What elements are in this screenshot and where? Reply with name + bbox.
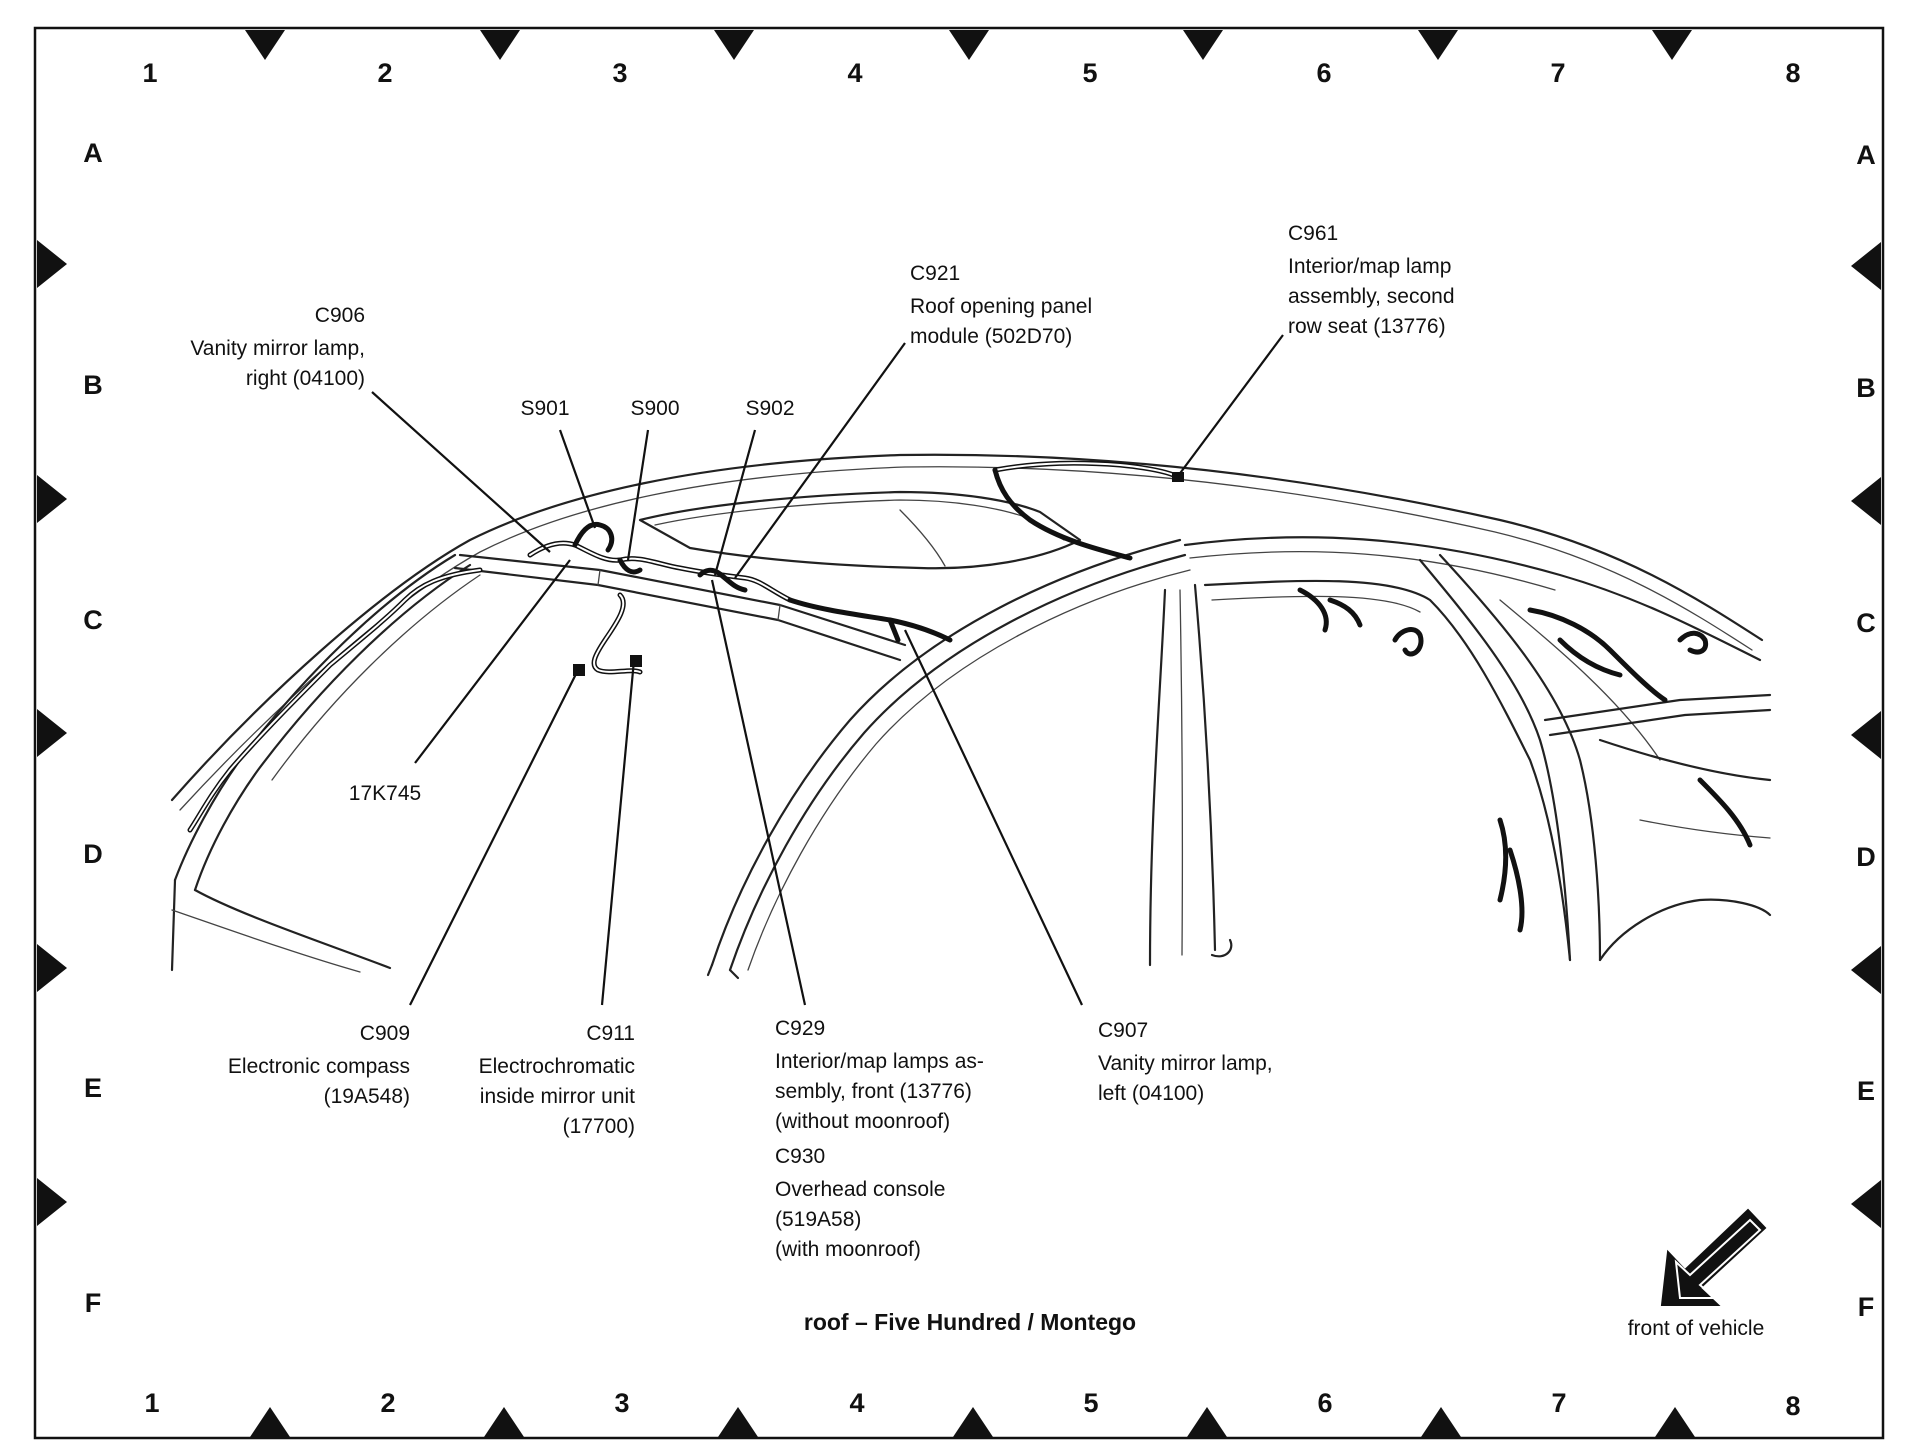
callout-c906-line-1: Vanity mirror lamp, (190, 337, 365, 360)
grid-row-d-right: D (1856, 842, 1876, 872)
grid-row-f-left: F (85, 1288, 102, 1318)
grid-col-7-top: 7 (1550, 58, 1565, 88)
callout-c907: C907 Vanity mirror lamp, left (04100) (1098, 1019, 1273, 1105)
callout-s902: S902 (745, 397, 794, 420)
grid-col-1-top: 1 (142, 58, 157, 88)
grid-col-2-top: 2 (377, 58, 392, 88)
callout-c909: C909 Electronic compass (19A548) (228, 1022, 410, 1108)
grid-col-3-bottom: 3 (614, 1388, 629, 1418)
grid-row-labels: A B C D E F A B C D E F (83, 138, 1876, 1322)
grid-row-e-left: E (84, 1073, 102, 1103)
callout-c906-line-2: right (04100) (246, 367, 365, 390)
callout-17k745: 17K745 (349, 782, 421, 805)
grid-col-5-top: 5 (1082, 58, 1097, 88)
grid-col-6-top: 6 (1316, 58, 1331, 88)
front-of-vehicle-arrow-icon (1660, 1208, 1767, 1306)
grid-marks (37, 30, 1881, 1437)
grid-col-5-bottom: 5 (1083, 1388, 1098, 1418)
vehicle-roof-illustration (170, 453, 1772, 980)
grid-col-4-top: 4 (847, 58, 862, 88)
diagram-frame (33, 26, 1885, 1440)
callout-c961-line-3: row seat (13776) (1288, 315, 1446, 338)
callout-c961-line-2: assembly, second (1288, 285, 1455, 308)
grid-row-b-left: B (83, 370, 103, 400)
callout-c929-line-2: sembly, front (13776) (775, 1080, 972, 1103)
callout-c909-line-2: (19A548) (324, 1085, 410, 1108)
callout-c921: C921 Roof opening panel module (502D70) (910, 262, 1092, 348)
grid-col-6-bottom: 6 (1317, 1388, 1332, 1418)
grid-col-7-bottom: 7 (1551, 1388, 1566, 1418)
grid-col-3-top: 3 (612, 58, 627, 88)
callout-c907-line-1: Vanity mirror lamp, (1098, 1052, 1273, 1075)
callout-c930: C930 Overhead console (519A58) (with moo… (775, 1145, 945, 1261)
grid-row-c-right: C (1856, 608, 1876, 638)
callout-c929-id: C929 (775, 1017, 825, 1040)
grid-col-4-bottom: 4 (849, 1388, 864, 1418)
callout-s901: S901 (520, 397, 569, 420)
callout-c930-line-2: (519A58) (775, 1208, 861, 1231)
grid-row-d-left: D (83, 839, 103, 869)
callout-c921-line-2: module (502D70) (910, 325, 1072, 348)
callout-c961-line-1: Interior/map lamp (1288, 255, 1451, 278)
callout-c911-line-3: (17700) (563, 1115, 635, 1138)
grid-col-1-bottom: 1 (144, 1388, 159, 1418)
grid-row-e-right: E (1857, 1076, 1875, 1106)
callout-c930-id: C930 (775, 1145, 825, 1168)
page-title: roof – Five Hundred / Montego (804, 1309, 1136, 1335)
callout-c930-line-1: Overhead console (775, 1178, 945, 1201)
front-of-vehicle-label: front of vehicle (1628, 1317, 1765, 1340)
callout-c921-line-1: Roof opening panel (910, 295, 1092, 318)
callout-c961: C961 Interior/map lamp assembly, second … (1288, 222, 1455, 338)
callout-c921-id: C921 (910, 262, 960, 285)
callout-c911: C911 Electrochromatic inside mirror unit… (479, 1022, 636, 1138)
callout-c911-line-2: inside mirror unit (480, 1085, 635, 1108)
roof-wiring-harness (187, 460, 1753, 933)
callout-c911-line-1: Electrochromatic (479, 1055, 635, 1078)
grid-column-labels: 1 2 3 4 5 6 7 8 1 2 3 4 5 6 7 8 (142, 58, 1800, 1421)
callout-s900: S900 (630, 397, 679, 420)
grid-row-c-left: C (83, 605, 103, 635)
callout-c906: C906 Vanity mirror lamp, right (04100) (190, 304, 365, 390)
grid-row-a-left: A (83, 138, 103, 168)
callout-c906-id: C906 (315, 304, 365, 327)
callout-c929-line-1: Interior/map lamps as- (775, 1050, 984, 1073)
grid-col-8-bottom: 8 (1785, 1391, 1800, 1421)
grid-col-8-top: 8 (1785, 58, 1800, 88)
callout-c930-line-3: (with moonroof) (775, 1238, 921, 1261)
callout-c929: C929 Interior/map lamps as- sembly, fron… (775, 1017, 984, 1133)
callout-c907-id: C907 (1098, 1019, 1148, 1042)
callout-c911-id: C911 (586, 1022, 635, 1045)
grid-row-b-right: B (1856, 373, 1876, 403)
callout-c961-id: C961 (1288, 222, 1338, 245)
grid-row-f-right: F (1858, 1292, 1875, 1322)
callout-c929-line-3: (without moonroof) (775, 1110, 950, 1133)
grid-row-a-right: A (1856, 140, 1876, 170)
callout-c909-line-1: Electronic compass (228, 1055, 410, 1078)
leader-lines (371, 334, 1284, 1006)
callout-c907-line-2: left (04100) (1098, 1082, 1204, 1105)
grid-col-2-bottom: 2 (380, 1388, 395, 1418)
callout-c909-id: C909 (360, 1022, 410, 1045)
